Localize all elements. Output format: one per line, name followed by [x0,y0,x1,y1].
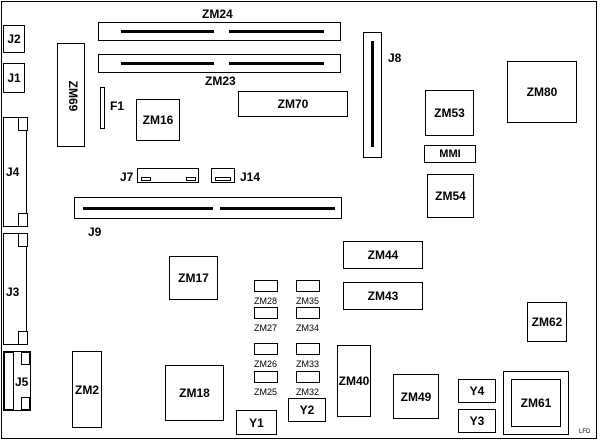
crystal-y1: Y1 [236,410,277,435]
connector-j5-latch-top [21,352,30,365]
chip-zm54: ZM54 [427,174,474,218]
connector-j3-latch-top [18,233,28,247]
chip-zm70: ZM70 [238,91,348,117]
chip-zm49: ZM49 [393,374,439,419]
label-zm23: ZM23 [205,74,236,88]
label-zm26: ZM26 [254,359,278,369]
label-zm35: ZM35 [296,296,320,306]
connector-j7-key-left [141,177,151,181]
chip-zm40: ZM40 [337,345,371,417]
socket-zm61: ZM61 [503,371,569,435]
connector-j8 [363,32,382,158]
crystal-y2: Y2 [288,398,326,422]
connector-j4-latch-bottom [18,213,28,227]
label-j9: J9 [88,225,102,239]
label-j8: J8 [388,51,402,65]
connector-j7-key-right [186,177,196,181]
label-j5: J5 [15,375,29,389]
chip-zm27 [254,307,278,319]
label-zm34: ZM34 [296,323,320,333]
connector-j5-body-left [4,352,14,410]
chip-zm44: ZM44 [343,241,423,269]
label-zm33: ZM33 [296,359,320,369]
chip-zm34 [296,307,320,319]
label-j3: J3 [6,285,20,299]
chip-zm28 [254,280,278,292]
connector-j3-latch-bottom [18,331,28,345]
slot-zm24-pins-left [121,30,214,33]
label-f1: F1 [110,99,125,113]
chip-zm17: ZM17 [169,256,218,300]
slot-zm23 [98,54,341,73]
chip-zm32 [296,371,320,383]
fuse-f1 [100,87,105,129]
connector-j5-latch-bottom [21,397,30,410]
label-zm32: ZM32 [296,387,320,397]
connector-j4 [3,117,28,227]
connector-j2: J2 [3,25,25,53]
slot-zm23-pins-left [121,62,214,65]
slot-j9 [74,197,342,219]
chip-zm25 [254,371,278,383]
label-zm28: ZM28 [254,296,278,306]
connector-j14 [211,168,235,183]
label-zm27: ZM27 [254,323,278,333]
connector-j1: J1 [3,63,25,93]
label-j14: J14 [240,170,261,184]
slot-zm24-pins-right [229,30,324,33]
chip-zm80: ZM80 [507,61,577,123]
label-j7: J7 [120,170,134,184]
connector-j5 [3,351,31,411]
slot-j9-pins-right [220,207,335,210]
label-zm25: ZM25 [254,387,278,397]
connector-j3 [3,233,28,345]
chip-zm43: ZM43 [343,282,423,310]
slot-j9-pins-left [83,207,213,210]
connector-j14-key [215,177,231,181]
chip-mmi: MMI [424,145,476,163]
label-j4: J4 [6,165,20,179]
chip-zm61: ZM61 [511,379,561,427]
chip-zm53: ZM53 [425,90,474,136]
chip-zm2: ZM2 [72,351,102,428]
chip-zm69: ZM69 [57,43,85,147]
chip-zm35 [296,280,320,292]
chip-zm26 [254,343,278,355]
slot-zm23-pins-right [229,62,324,65]
corner-mark: LFD [579,429,591,435]
connector-j4-latch-top [18,117,28,131]
connector-j7 [137,168,199,183]
label-zm69: ZM69 [66,80,80,112]
crystal-y3: Y3 [458,409,496,433]
connector-j8-pins [371,41,374,147]
chip-zm33 [296,343,320,355]
label-zm24: ZM24 [202,7,233,21]
chip-zm18: ZM18 [165,365,224,421]
slot-zm24 [98,22,341,41]
chip-zm62: ZM62 [527,302,567,342]
chip-zm16: ZM16 [136,99,180,141]
crystal-y4: Y4 [458,379,496,403]
